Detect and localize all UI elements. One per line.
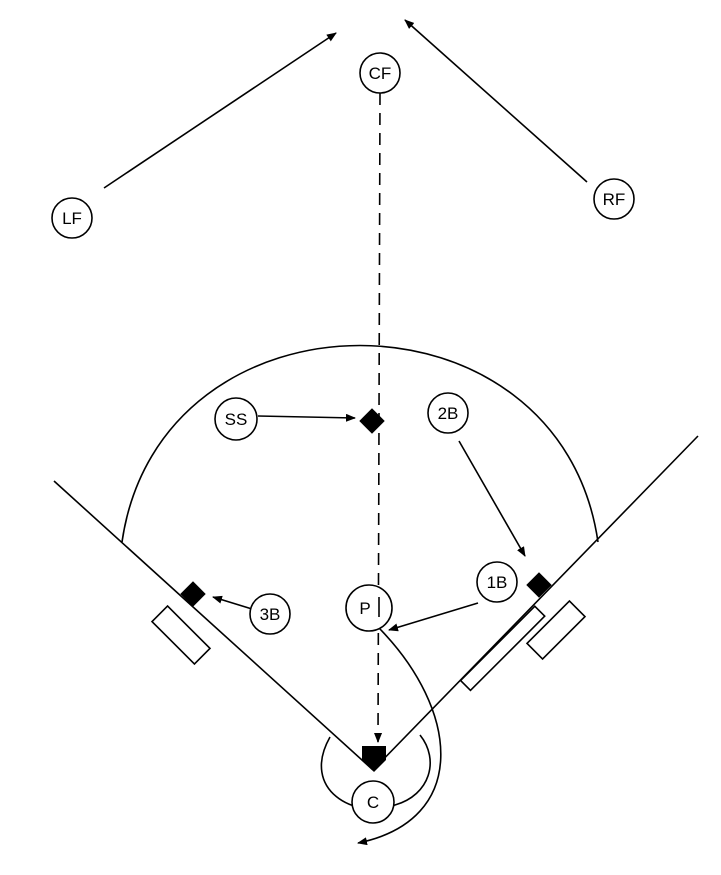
- home-plate-circle: [320, 734, 431, 810]
- rf-movement-arrow: [404, 19, 588, 183]
- first-base: [526, 572, 552, 598]
- first-base-running-lane: [459, 605, 546, 692]
- player-1b: 1B: [476, 561, 518, 603]
- first-base-coach-box: [525, 599, 587, 661]
- ss-movement-arrow: [257, 413, 356, 422]
- player-label-1b: 1B: [487, 573, 508, 592]
- cf-to-home-throw-line: [374, 92, 383, 743]
- first-base-foul-line: [372, 435, 699, 771]
- player-label-ss: SS: [225, 410, 248, 429]
- player-label-lf: LF: [62, 209, 82, 228]
- second-base: [359, 408, 385, 434]
- 1b-movement-arrow: [388, 602, 479, 632]
- player-lf: LF: [51, 197, 93, 239]
- player-2b: 2B: [427, 392, 469, 434]
- player-label-cf: CF: [369, 64, 392, 83]
- home-plate: [362, 746, 386, 772]
- player-cf: CF: [359, 52, 401, 94]
- player-3b: 3B: [249, 593, 291, 635]
- lf-movement-arrow: [103, 32, 337, 189]
- player-ss: SS: [214, 397, 258, 441]
- infield-arc: [121, 344, 599, 543]
- player-pitcher: P: [345, 584, 393, 632]
- player-label-catcher: C: [367, 793, 379, 812]
- 2b-movement-arrow: [458, 440, 526, 557]
- third-base: [180, 581, 206, 607]
- player-label-3b: 3B: [260, 605, 281, 624]
- player-rf: RF: [593, 178, 635, 220]
- player-label-rf: RF: [603, 190, 626, 209]
- third-base-foul-line: [53, 480, 374, 771]
- player-label-2b: 2B: [438, 404, 459, 423]
- 3b-movement-arrow: [212, 595, 253, 610]
- player-catcher: C: [351, 780, 395, 824]
- player-label-pitcher: P: [359, 599, 370, 618]
- third-base-coach-box: [150, 604, 212, 666]
- pitcher-movement-path: [357, 626, 442, 846]
